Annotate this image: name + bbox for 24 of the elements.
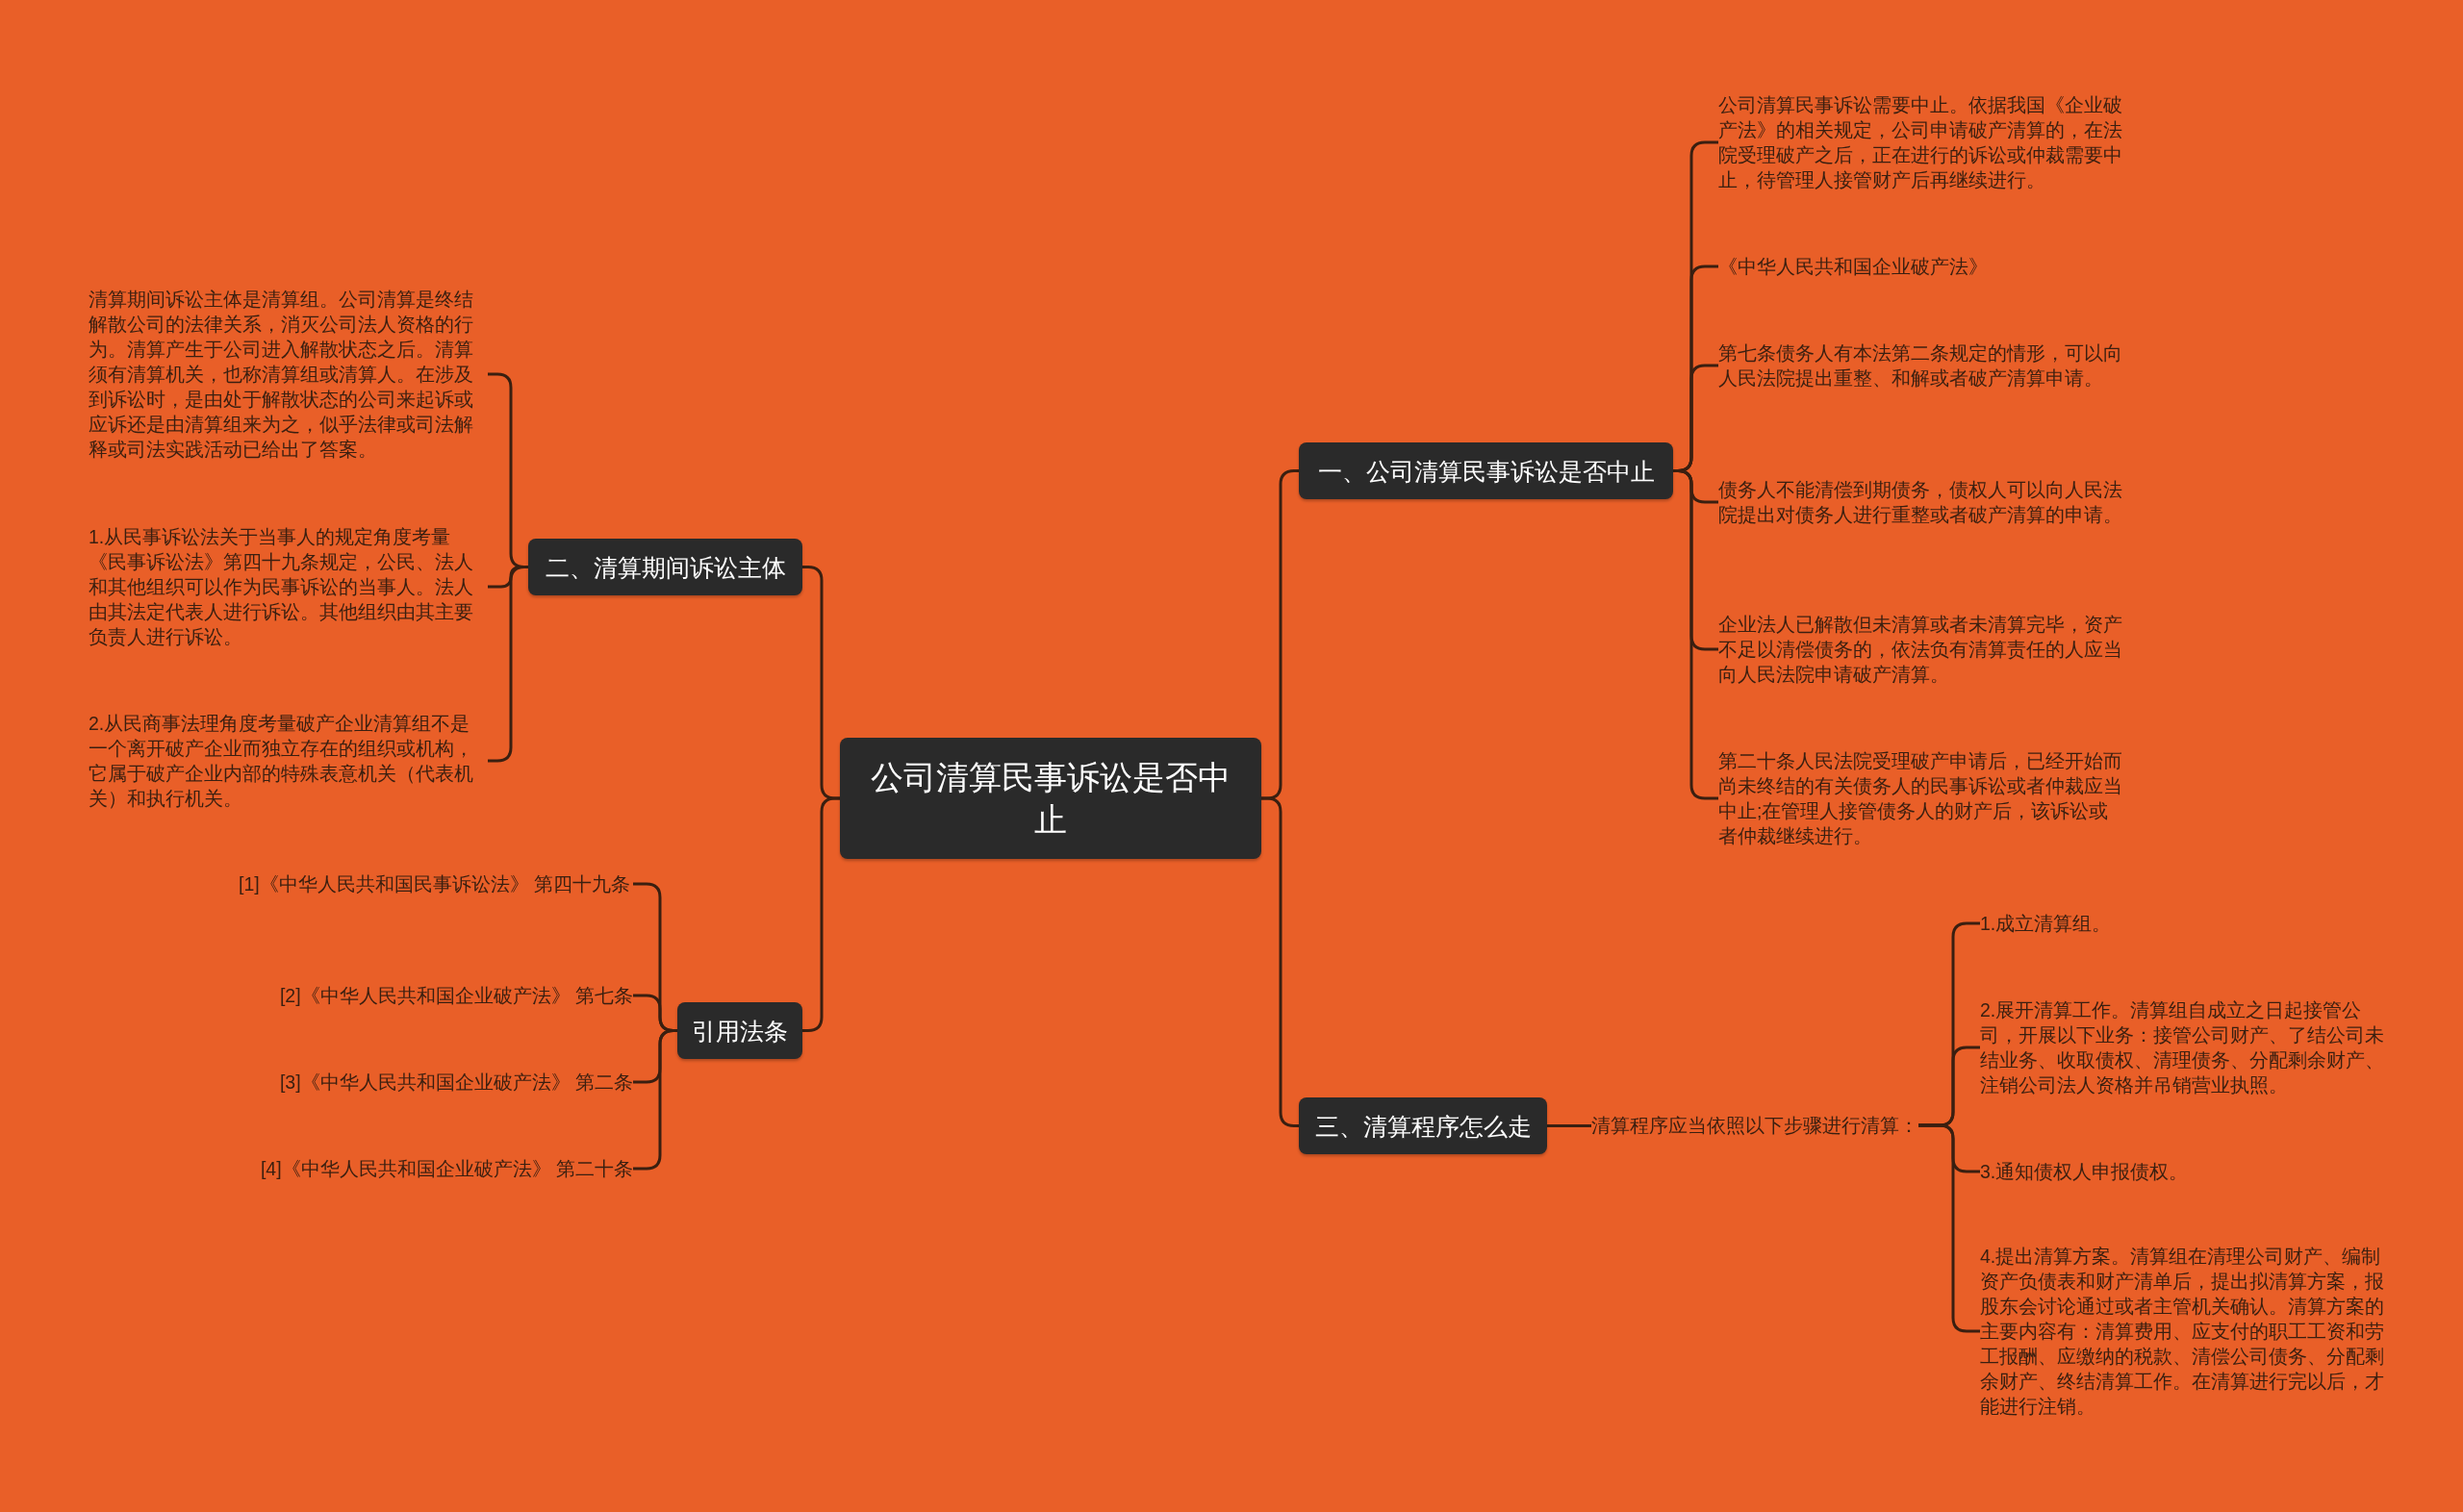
central-topic-box: 公司清算民事诉讼是否中止	[840, 738, 1261, 859]
note-text: 清算程序应当依照以下步骤进行清算：	[1591, 1113, 1918, 1138]
note-text: [4]《中华人民共和国企业破产法》 第二十条	[239, 1156, 633, 1181]
note-text: 债务人不能清偿到期债务，债权人可以向人民法院提出对债务人进行重整或者破产清算的申请。	[1718, 477, 2122, 527]
note-text: 3.通知债权人申报债权。	[1980, 1159, 2384, 1184]
note-text: 第二十条人民法院受理破产申请后，已经开始而尚未终结的有关债务人的民事诉讼或者仲裁应当中止;在管理人接管债务人的财产后，该诉讼或者仲裁继续进行。	[1718, 748, 2122, 848]
note-text: 公司清算民事诉讼需要中止。依据我国《企业破产法》的相关规定，公司申请破产清算的，在法院受理破产之后，正在进行的诉讼或仲裁需要中止，待管理人接管财产后再继续进行。	[1718, 92, 2122, 192]
note-text: [2]《中华人民共和国企业破产法》 第七条	[239, 983, 633, 1008]
note-text: 清算期间诉讼主体是清算组。公司清算是终结解散公司的法律关系，消灭公司法人资格的行为。清算产生于公司进入解散状态之后。清算须有清算机关，也称清算组或清算人。在涉及到诉讼时，是由处于解散状态的公司来起诉或应诉还是由清算组来为之，似乎法律或司法解释或司法实践活动已给出了答案。	[89, 287, 488, 462]
note-text: 1.从民事诉讼法关于当事人的规定角度考量《民事诉讼法》第四十九条规定，公民、法人和其他组织可以作为民事诉讼的当事人。法人由其法定代表人进行诉讼。其他组织由其主要负责人进行诉讼。	[89, 524, 488, 649]
note-text: [3]《中华人民共和国企业破产法》 第二条	[239, 1070, 633, 1095]
note-text: 2.展开清算工作。清算组自成立之日起接管公司，开展以下业务：接管公司财产、了结公司未结业务、收取债权、清理债务、分配剩余财产、注销公司法人资格并吊销营业执照。	[1980, 997, 2384, 1097]
topic-box: 引用法条	[677, 1002, 802, 1059]
note-text: 企业法人已解散但未清算或者未清算完毕，资产不足以清偿债务的，依法负有清算责任的人应当向人民法院申请破产清算。	[1718, 612, 2122, 687]
note-text: 《中华人民共和国企业破产法》	[1718, 254, 2122, 279]
connector-line	[1547, 1124, 1591, 1127]
note-text: 第七条债务人有本法第二条规定的情形，可以向人民法院提出重整、和解或者破产清算申请。	[1718, 340, 2122, 391]
note-text: 2.从民商事法理角度考量破产企业清算组不是一个离开破产企业而独立存在的组织或机构，它属于破产企业内部的特殊表意机关（代表机关）和执行机关。	[89, 711, 488, 811]
topic-box: 一、公司清算民事诉讼是否中止	[1299, 442, 1673, 499]
topic-box: 三、清算程序怎么走	[1299, 1097, 1547, 1154]
note-text: 1.成立清算组。	[1980, 911, 2384, 936]
topic-box: 二、清算期间诉讼主体	[528, 539, 802, 595]
note-text: 4.提出清算方案。清算组在清理公司财产、编制资产负债表和财产清单后，提出拟清算方案，报股东会讨论通过或者主管机关确认。清算方案的主要内容有：清算费用、应支付的职工工资和劳工报酬、应缴纳的税款、清偿公司债务、分配剩余财产、终结清算工作。在清算进行完以后，才能进行注销。	[1980, 1244, 2384, 1419]
note-text: [1]《中华人民共和国民事诉讼法》 第四十九条	[239, 871, 633, 896]
